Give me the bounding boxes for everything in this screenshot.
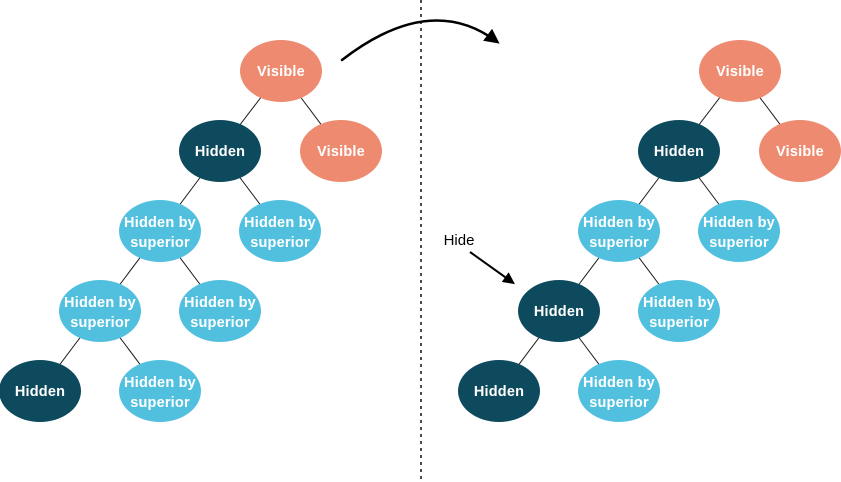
node-ellipse — [240, 40, 322, 102]
node-ellipse — [638, 280, 720, 342]
hide-label: Hide — [444, 232, 475, 249]
node-ellipse — [699, 40, 781, 102]
node-label: Hidden — [474, 384, 524, 400]
node-ellipse — [458, 360, 540, 422]
tree-node-visible: Visible — [240, 40, 322, 102]
node-ellipse — [638, 120, 720, 182]
node-ellipse — [759, 120, 841, 182]
node-ellipse — [518, 280, 600, 342]
node-ellipse — [179, 120, 261, 182]
tree-node-visible: Visible — [300, 120, 382, 182]
node-label: Hidden — [654, 144, 704, 160]
node-ellipse — [578, 360, 660, 422]
node-label: Hidden — [534, 304, 584, 320]
node-ellipse — [59, 280, 141, 342]
node-ellipse — [578, 200, 660, 262]
node-label: Visible — [257, 64, 305, 80]
hide-arrow — [469, 251, 515, 285]
node-label: Visible — [716, 64, 764, 80]
node-ellipse — [179, 280, 261, 342]
node-ellipse — [119, 200, 201, 262]
node-ellipse — [698, 200, 780, 262]
transition-arrow — [340, 19, 500, 62]
tree-node-hidden: Hidden — [638, 120, 720, 182]
tree-node-visible: Visible — [759, 120, 841, 182]
node-label: Visible — [776, 144, 824, 160]
node-ellipse — [0, 360, 81, 422]
tree-node-hidden: Hidden — [179, 120, 261, 182]
node-label: Visible — [317, 144, 365, 160]
tree-node-hidden: Hidden — [0, 360, 81, 422]
node-ellipse — [300, 120, 382, 182]
node-label: Hidden — [195, 144, 245, 160]
node-label: Hidden — [15, 384, 65, 400]
tree-node-visible: Visible — [699, 40, 781, 102]
node-ellipse — [239, 200, 321, 262]
node-ellipse — [119, 360, 201, 422]
tree-node-hidden: Hidden — [458, 360, 540, 422]
tree-node-hidden: Hidden — [518, 280, 600, 342]
